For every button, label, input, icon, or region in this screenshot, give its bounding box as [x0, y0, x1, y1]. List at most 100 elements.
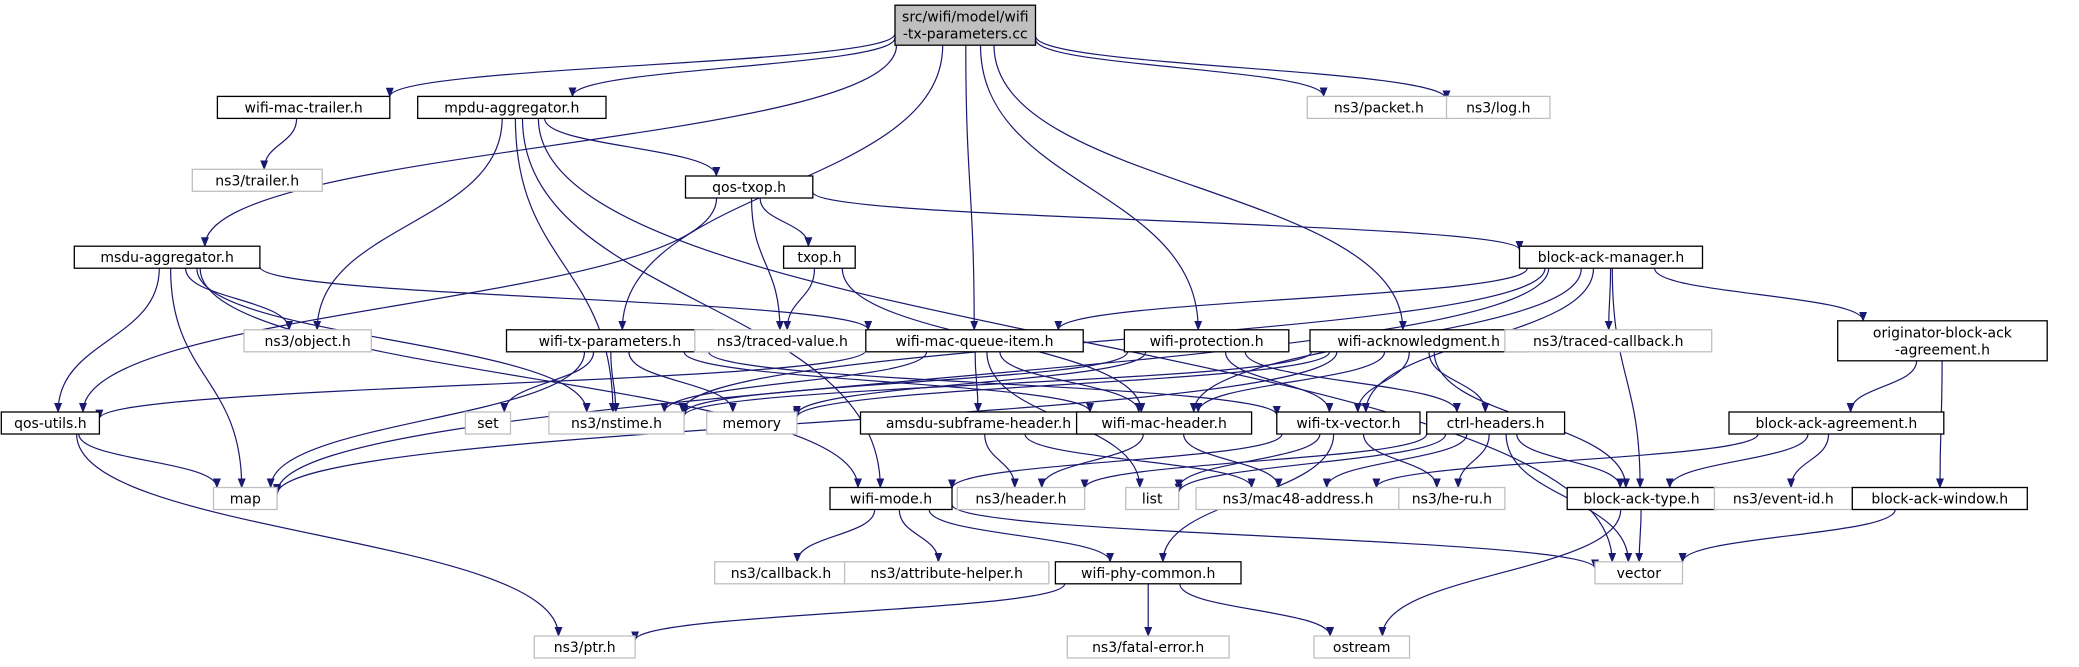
edge-root-to-wifi-protection [979, 45, 1203, 331]
edge-wifi-tx-parameters-to-ns3-nstime [610, 351, 620, 413]
node-label: ns3/traced-callback.h [1533, 334, 1684, 350]
node-box [216, 95, 391, 120]
node-ns3-he-ru: ns3/he-ru.h [1398, 486, 1506, 511]
node-wifi-mac-header[interactable]: wifi-mac-header.h [1075, 411, 1253, 435]
edge-block-ack-manager-to-originator-block-ack [1654, 268, 1868, 322]
node-box [684, 175, 814, 199]
edge-root-to-msdu-aggregator [200, 45, 898, 248]
edge-line [680, 351, 1312, 417]
node-txop[interactable]: txop.h [782, 245, 856, 269]
node-wifi-protection[interactable]: wifi-protection.h [1123, 329, 1290, 353]
node-label: vector [1617, 566, 1662, 582]
node-label: ns3/log.h [1466, 100, 1530, 116]
node-wifi-mode[interactable]: wifi-mode.h [829, 486, 953, 511]
node-box [533, 635, 636, 659]
node-box [894, 4, 1037, 46]
edge-line [984, 433, 1019, 489]
node-block-ack-manager[interactable]: block-ack-manager.h [1518, 245, 1704, 269]
edge-line [1034, 38, 1328, 98]
node-wifi-mac-trailer[interactable]: wifi-mac-trailer.h [216, 95, 391, 120]
edge-line [1846, 360, 1918, 413]
node-label: ns3/event-id.h [1733, 492, 1834, 508]
node-label: ns3/packet.h [1334, 100, 1424, 116]
edge-wifi-mode-to-ns3-attribute-helper [898, 509, 943, 563]
edge-wifi-protection-to-ctrl-headers [1244, 351, 1461, 413]
node-mpdu-aggregator[interactable]: mpdu-aggregator.h [417, 95, 607, 120]
edge-line [1194, 351, 1386, 413]
edge-root-to-wifi-mac-queue-item [965, 45, 979, 331]
node-block-ack-window[interactable]: block-ack-window.h [1851, 486, 2028, 511]
node-label: ns3/he-ru.h [1412, 492, 1492, 508]
node-box [1313, 635, 1411, 659]
edge-line [54, 268, 160, 413]
edge-line [680, 351, 1129, 415]
node-wifi-acknowledgment[interactable]: wifi-acknowledgment.h [1309, 329, 1529, 353]
node-label: qos-txop.h [712, 180, 786, 196]
node-ctrl-headers[interactable]: ctrl-headers.h [1426, 411, 1566, 435]
edge-ctrl-headers-to-ns3-header [1080, 433, 1428, 490]
edge-line [708, 351, 1281, 416]
edge-line [951, 504, 1599, 570]
edge-line [1604, 268, 1613, 331]
edge-wifi-acknowledgment-to-wifi-mac-header [1194, 351, 1386, 413]
node-label: wifi-tx-vector.h [1296, 416, 1400, 432]
node-block-ack-agreement[interactable]: block-ack-agreement.h [1728, 411, 1945, 435]
edge-wifi-mode-to-vector [951, 504, 1599, 570]
edge-line [1037, 433, 1144, 489]
edge-block-ack-manager-to-ns3-nstime [678, 268, 1546, 413]
edge-line [783, 268, 816, 331]
edge-qos-txop-to-txop [759, 197, 813, 248]
node-msdu-aggregator[interactable]: msdu-aggregator.h [73, 245, 261, 269]
edge-wifi-mac-queue-item-to-ns3-nstime [660, 351, 928, 413]
node-label: ns3/callback.h [731, 566, 831, 582]
node-ns3-trailer: ns3/trailer.h [191, 168, 323, 192]
node-wifi-mac-queue-item[interactable]: wifi-mac-queue-item.h [865, 329, 1084, 353]
edge-line [610, 351, 620, 413]
node-label: msdu-aggregator.h [100, 250, 233, 266]
edge-block-ack-window-to-vector [1678, 509, 1896, 563]
edge-ctrl-headers-to-ns3-he-ru [1454, 433, 1490, 489]
edge-wifi-acknowledgment-to-memory [793, 351, 1331, 419]
edge-wifi-acknowledgment-to-ctrl-headers [1428, 351, 1490, 413]
node-label: map [230, 492, 261, 508]
node-label: list [1142, 492, 1163, 508]
edge-line [170, 268, 246, 489]
edge-line [750, 197, 784, 331]
edge-wifi-protection-to-wifi-tx-vector [1224, 351, 1334, 413]
node-label: wifi-protection.h [1150, 334, 1264, 350]
node-box [1398, 486, 1506, 511]
edge-qos-txop-to-qos-utils [79, 197, 718, 413]
node-list: list [1125, 486, 1180, 511]
node-memory: memory [706, 411, 798, 435]
edge-line [793, 351, 1331, 419]
node-label: src/wifi/model/wifi [902, 10, 1029, 26]
edge-wifi-protection-to-ns3-nstime [680, 351, 1129, 415]
edge-line [196, 268, 591, 413]
node-qos-utils[interactable]: qos-utils.h [0, 411, 101, 435]
node-box [1125, 486, 1180, 511]
node-wifi-tx-vector[interactable]: wifi-tx-vector.h [1276, 411, 1421, 435]
edge-line [993, 45, 1407, 331]
node-wifi-phy-common[interactable]: wifi-phy-common.h [1054, 561, 1242, 585]
node-box [243, 329, 372, 353]
node-ns3-callback: ns3/callback.h [714, 561, 848, 585]
node-label: ns3/mac48-address.h [1223, 492, 1374, 508]
node-box [191, 168, 323, 192]
node-qos-txop[interactable]: qos-txop.h [684, 175, 814, 199]
node-ns3-traced-value: ns3/traced-value.h [694, 329, 871, 353]
node-wifi-tx-parameters[interactable]: wifi-tx-parameters.h [505, 329, 714, 353]
node-originator-block-ack[interactable]: originator-block-ack-agreement.h [1837, 320, 2048, 362]
edge-wifi-mode-to-ns3-callback [793, 509, 876, 563]
node-amsdu-subframe-header[interactable]: amsdu-subframe-header.h [859, 411, 1098, 435]
edge-line [793, 509, 876, 563]
edge-line [1054, 267, 1528, 331]
edge-line [185, 268, 294, 331]
edge-root-to-ns3-log [1034, 35, 1451, 101]
edge-wifi-tx-parameters-to-memory [628, 351, 737, 413]
node-block-ack-type[interactable]: block-ack-type.h [1566, 486, 1717, 511]
node-label: wifi-mode.h [850, 492, 932, 508]
edge-line [95, 349, 867, 420]
edge-wifi-tx-parameters-to-wifi-mac-header [683, 351, 1094, 413]
node-label: ns3/fatal-error.h [1092, 640, 1204, 656]
